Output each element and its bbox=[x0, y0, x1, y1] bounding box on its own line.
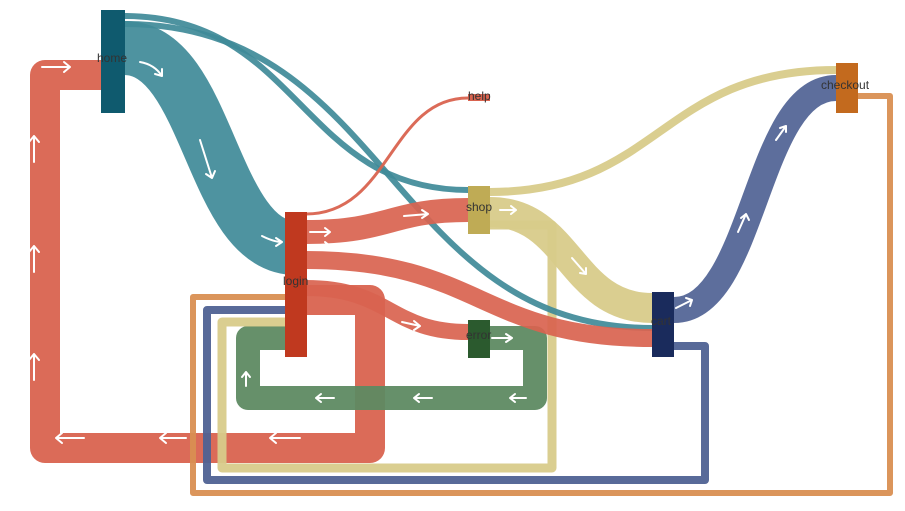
flow-arrow-icon bbox=[55, 432, 85, 444]
link-login-help bbox=[305, 96, 469, 216]
node-label-error: error bbox=[466, 328, 491, 342]
flow-arrow-icon bbox=[28, 353, 40, 381]
flow-arrow-icon bbox=[315, 393, 335, 403]
node-label-shop: shop bbox=[466, 200, 492, 214]
flow-arrow-icon bbox=[775, 125, 787, 141]
flow-arrow-icon bbox=[499, 205, 517, 215]
flow-arrow-icon bbox=[309, 227, 331, 237]
link-shop-checkout bbox=[489, 66, 837, 196]
link-login-cart bbox=[305, 251, 653, 347]
flow-arrow-icon bbox=[41, 61, 71, 73]
flow-arrow-icon bbox=[401, 320, 421, 331]
node-label-cart: cart bbox=[651, 314, 672, 328]
flow-arrow-icon bbox=[403, 209, 429, 219]
link-login-shop bbox=[305, 198, 469, 244]
link-home-shop bbox=[123, 13, 469, 193]
flow-arrow-icon bbox=[309, 320, 341, 332]
node-home bbox=[101, 10, 125, 113]
flow-arrow-icon bbox=[241, 371, 251, 387]
link-cart-login bbox=[203, 306, 709, 484]
flow-arrow-icon bbox=[675, 297, 693, 309]
flow-arrow-icon bbox=[571, 257, 587, 275]
flow-arrow-icon bbox=[28, 245, 40, 273]
flow-arrow-icon bbox=[413, 393, 433, 403]
link-error-login bbox=[236, 326, 547, 410]
node-login bbox=[285, 212, 307, 357]
flow-arrow-icon bbox=[269, 432, 301, 444]
flow-arrow-icon bbox=[139, 61, 163, 77]
link-home-cart bbox=[123, 21, 653, 331]
flow-arrow-icon bbox=[261, 235, 283, 247]
node-label-checkout: checkout bbox=[821, 78, 870, 92]
node-error bbox=[468, 320, 490, 358]
link-shop-cart bbox=[489, 197, 653, 323]
flow-arrow-icon bbox=[737, 213, 750, 233]
node-cart bbox=[652, 292, 674, 357]
flow-arrow-icon bbox=[309, 241, 331, 251]
node-shop bbox=[468, 186, 490, 234]
node-label-help: help bbox=[468, 89, 491, 103]
link-login-error bbox=[305, 280, 469, 340]
flow-arrow-icon bbox=[159, 432, 187, 444]
link-cart-checkout bbox=[672, 75, 838, 323]
flow-arrow-icon bbox=[28, 135, 40, 163]
link-checkout-login bbox=[190, 93, 893, 496]
flow-arrow-icon bbox=[199, 139, 216, 179]
flow-arrow-icon bbox=[491, 333, 513, 343]
node-label-home: home bbox=[97, 51, 127, 65]
node-help bbox=[468, 94, 490, 101]
node-checkout bbox=[836, 63, 858, 113]
flow-arrow-icon bbox=[509, 393, 527, 403]
node-label-login: login bbox=[283, 274, 308, 288]
